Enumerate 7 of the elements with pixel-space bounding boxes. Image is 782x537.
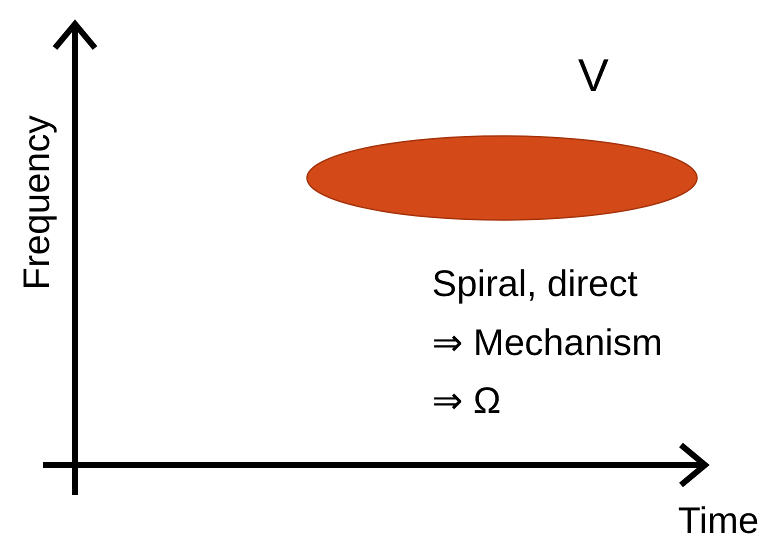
note-text: Spiral, direct bbox=[432, 265, 638, 302]
axis-title: Frequency bbox=[18, 115, 55, 290]
note-text: ⇒ Ω bbox=[432, 382, 501, 419]
region-label: V bbox=[578, 52, 609, 98]
axis-title: Time bbox=[678, 502, 759, 537]
note-text: ⇒ Mechanism bbox=[432, 324, 662, 361]
ellipse-region bbox=[306, 135, 698, 221]
